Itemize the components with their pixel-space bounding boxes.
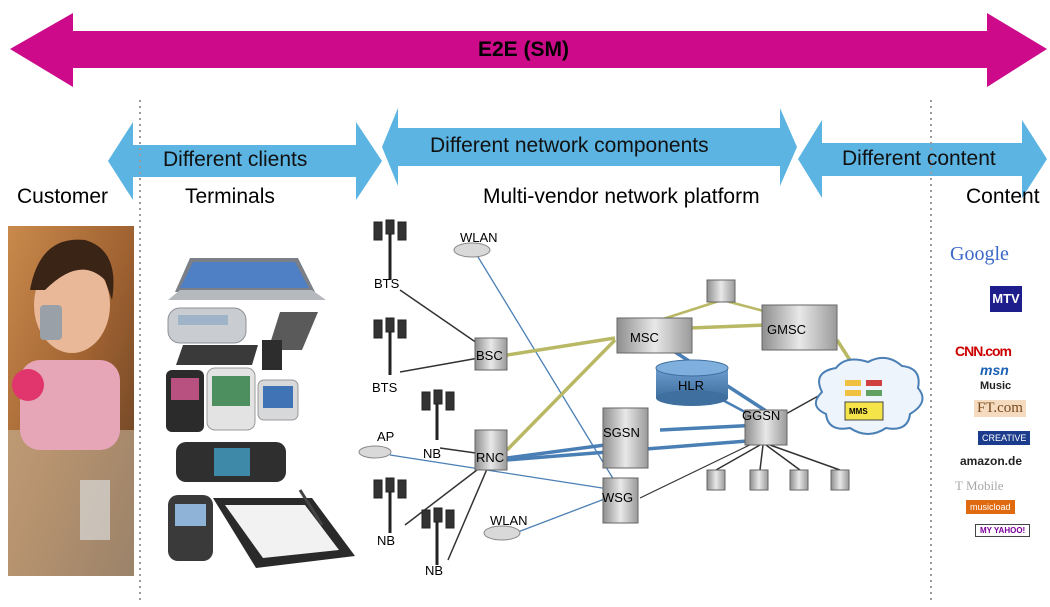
msn-logo: msn: [980, 362, 1009, 378]
node-label-wlan: WLAN: [490, 513, 528, 528]
node-label-bts: BTS: [374, 276, 400, 291]
google-logo: Google: [950, 243, 1009, 265]
node-label-wlan: WLAN: [460, 230, 498, 245]
node-label-bsc: BSC: [476, 348, 503, 363]
node-label-ggsn: GGSN: [742, 408, 780, 423]
column-header-customer: Customer: [17, 185, 109, 208]
content-segment-label: Different content: [842, 147, 996, 170]
access-point-icon: [358, 242, 521, 541]
mtv-logo: MTV: [990, 286, 1022, 312]
node-label-wsg: WSG: [602, 490, 633, 505]
ft-logo: FT.com: [974, 400, 1026, 417]
column-header-platform: Multi-vendor network platform: [483, 185, 760, 208]
customer-photo: [8, 226, 134, 576]
tmobile-logo: T Mobile: [955, 478, 1004, 493]
creative-logo: CREATIVE: [978, 431, 1031, 445]
e2e-banner-arrow: [10, 13, 1047, 87]
node-label-nb: NB: [423, 446, 441, 461]
clients-segment-arrow: [108, 122, 382, 200]
amazon-logo: amazon.de: [960, 454, 1023, 468]
network-segment-label: Different network components: [430, 134, 709, 157]
yahoo-logo: MY YAHOO!: [975, 524, 1031, 537]
network-node-boxes: [474, 279, 850, 524]
node-label-nb: NB: [377, 533, 395, 548]
node-label-nb: NB: [425, 563, 443, 578]
clients-segment-label: Different clients: [163, 148, 308, 171]
node-label-sgsn: SGSN: [603, 425, 640, 440]
e2e-banner-label: E2E (SM): [478, 38, 570, 61]
cnn-logo: CNN.com: [955, 343, 1012, 359]
node-label-ap: AP: [377, 429, 394, 444]
network-segment-arrow: [382, 108, 797, 186]
node-labels: BTS BTS BSC MSC GMSC HLR RNC SGSN GGSN W…: [372, 230, 868, 578]
node-label-rnc: RNC: [476, 450, 504, 465]
msn-music-logo: Music: [980, 380, 1012, 392]
column-header-terminals: Terminals: [185, 185, 275, 208]
mms-cloud: [815, 356, 924, 435]
terminal-devices: [166, 258, 355, 568]
hlr-database: [655, 359, 729, 406]
node-label-mms: MMS: [849, 407, 868, 416]
bts-antenna: [373, 219, 455, 565]
node-label-gmsc: GMSC: [767, 322, 806, 337]
musicload-logo: musicload: [966, 500, 1015, 514]
node-label-hlr: HLR: [678, 378, 704, 393]
node-label-bts: BTS: [372, 380, 398, 395]
node-label-msc: MSC: [630, 330, 659, 345]
content-segment-arrow: [798, 120, 1047, 198]
column-header-content: Content: [966, 185, 1040, 208]
